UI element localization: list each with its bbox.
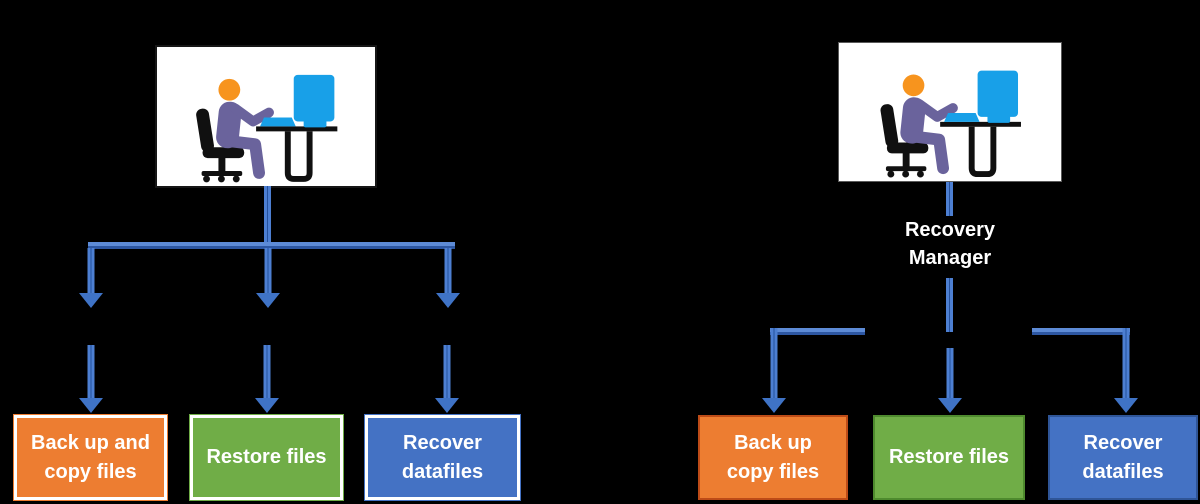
person-at-computer-icon: [880, 70, 1021, 178]
down-arrow: [938, 348, 962, 413]
connector-stem-right-upper: [946, 182, 953, 216]
person: [216, 78, 274, 179]
down-arrow: [762, 328, 786, 413]
down-arrow: [255, 345, 279, 413]
connector-stem-right-lower: [946, 278, 953, 332]
down-arrow: [79, 248, 103, 308]
user-at-computer-image-right: [838, 42, 1062, 182]
computer: [944, 70, 1019, 123]
task-box-recover-left: Recover datafiles: [364, 414, 521, 501]
down-arrow: [79, 345, 103, 413]
computer: [260, 74, 335, 128]
down-arrow: [436, 248, 460, 308]
branch-line-right-a: [770, 328, 865, 335]
office-chair: [880, 104, 929, 178]
task-box-restore-left: Restore files: [189, 414, 344, 501]
task-box-backup-copy-right: Back up copy files: [698, 415, 848, 500]
task-box-recover-right: Recover datafiles: [1048, 415, 1198, 500]
recovery-manager-label: Recovery Manager: [904, 219, 996, 269]
down-arrow: [256, 248, 280, 308]
task-box-backup-copy-left: Back up and copy files: [13, 414, 168, 501]
person-at-computer-icon: [196, 74, 338, 183]
desk: [940, 121, 1021, 178]
branch-line-right-b: [1032, 328, 1130, 335]
branch-line-left: [88, 242, 455, 249]
down-arrow: [1114, 328, 1138, 413]
task-box-restore-right: Restore files: [873, 415, 1025, 500]
office-chair: [196, 108, 245, 183]
connector-stem-left: [264, 186, 271, 243]
desk: [256, 126, 338, 182]
down-arrow: [435, 345, 459, 413]
user-at-computer-image-left: [155, 45, 377, 188]
person: [900, 74, 958, 175]
